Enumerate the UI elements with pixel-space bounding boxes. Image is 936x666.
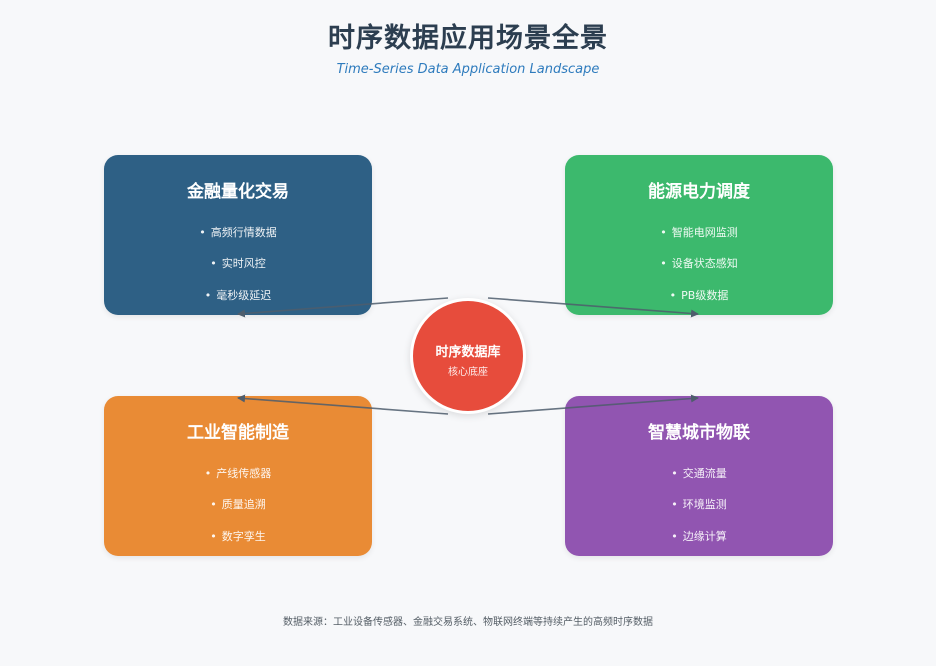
- core-database-hub: 时序数据库 核心底座: [410, 298, 526, 414]
- card-industry-title: 工业智能制造: [187, 423, 289, 443]
- card-city-item: •边缘计算: [671, 530, 727, 543]
- card-industry-item: •数字孪生: [210, 530, 266, 543]
- card-energy: 能源电力调度 •智能电网监测 •设备状态感知 •PB级数据: [565, 155, 833, 315]
- card-energy-item: •设备状态感知: [660, 257, 738, 270]
- card-energy-item: •智能电网监测: [660, 226, 738, 239]
- page-title: 时序数据应用场景全景: [328, 23, 608, 54]
- card-city-item: •环境监测: [671, 498, 727, 511]
- page-subtitle: Time-Series Data Application Landscape: [336, 62, 600, 77]
- card-finance-item: •高频行情数据: [199, 226, 277, 239]
- hub-title: 时序数据库: [435, 345, 501, 360]
- card-finance-item: •毫秒级延迟: [204, 289, 272, 302]
- card-finance-item: •实时风控: [210, 257, 266, 270]
- card-city-title: 智慧城市物联: [648, 423, 750, 443]
- card-finance-title: 金融量化交易: [187, 182, 289, 202]
- card-industry: 工业智能制造 •产线传感器 •质量追溯 •数字孪生: [104, 396, 372, 556]
- hub-subtitle: 核心底座: [448, 367, 488, 378]
- data-source-footnote: 数据来源：工业设备传感器、金融交易系统、物联网终端等持续产生的高频时序数据: [283, 617, 653, 628]
- card-industry-item: •产线传感器: [204, 467, 272, 480]
- card-finance: 金融量化交易 •高频行情数据 •实时风控 •毫秒级延迟: [104, 155, 372, 315]
- card-energy-title: 能源电力调度: [648, 182, 750, 202]
- card-city-item: •交通流量: [671, 467, 727, 480]
- card-industry-item: •质量追溯: [210, 498, 266, 511]
- card-city: 智慧城市物联 •交通流量 •环境监测 •边缘计算: [565, 396, 833, 556]
- card-energy-item: •PB级数据: [669, 289, 729, 302]
